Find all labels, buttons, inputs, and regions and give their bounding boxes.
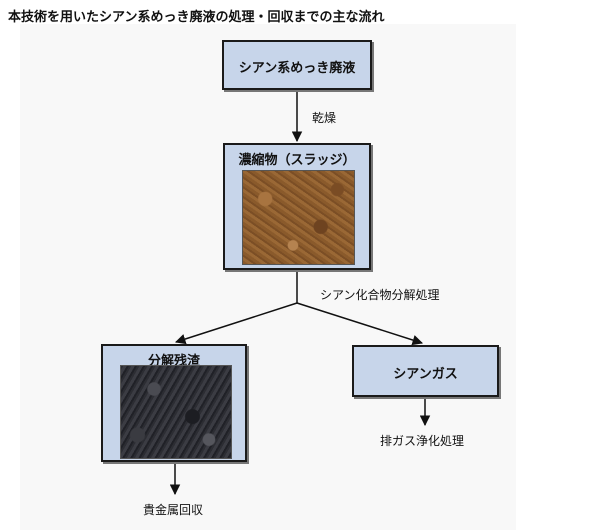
exhaust-treatment-label: 排ガス浄化処理 xyxy=(380,434,465,448)
decomposition-label: シアン化合物分解処理 xyxy=(320,288,440,302)
residue-box: 分解残渣 xyxy=(101,344,247,462)
arrow-to-cyan-gas xyxy=(296,302,424,346)
metal-recovery-label: 貴金属回収 xyxy=(143,503,204,517)
drying-label: 乾燥 xyxy=(312,111,337,125)
sludge-label: 濃縮物（スラッジ） xyxy=(238,153,356,168)
waste-liquid-box: シアン系めっき廃液 xyxy=(222,40,372,90)
black-residue-photo xyxy=(120,365,232,459)
cyan-gas-box: シアンガス xyxy=(352,345,499,397)
sludge-box: 濃縮物（スラッジ） xyxy=(223,143,371,270)
cyan-gas-label: シアンガス xyxy=(393,367,458,382)
page-title: 本技術を用いたシアン系めっき廃液の処理・回収までの主な流れ xyxy=(8,10,385,25)
waste-liquid-label: シアン系めっき廃液 xyxy=(238,61,356,76)
brown-sludge-photo xyxy=(242,170,355,265)
arrow-to-residue xyxy=(175,302,298,345)
